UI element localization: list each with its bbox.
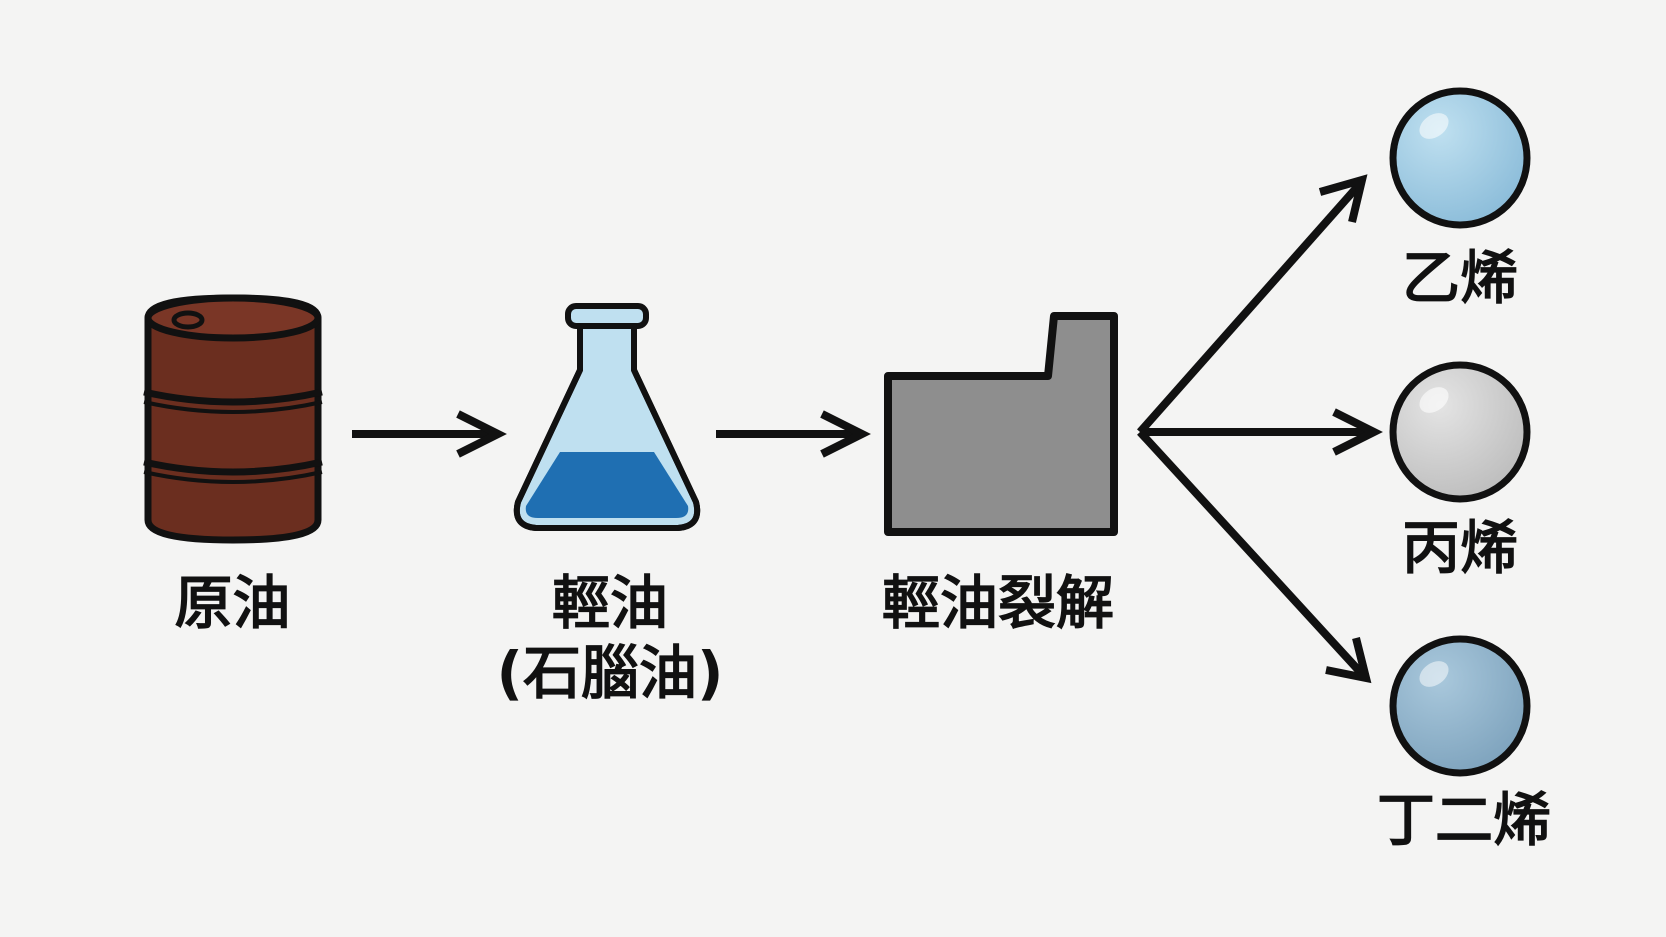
butadiene-sphere-icon xyxy=(1389,635,1531,777)
propylene-label: 丙烯 xyxy=(1401,514,1518,582)
naphtha-label-line2: (石腦油) xyxy=(496,639,724,707)
oil-barrel-icon xyxy=(143,294,323,544)
butadiene-label: 丁二烯 xyxy=(1376,786,1551,854)
arrow-cracking-to-butadiene xyxy=(1137,429,1372,684)
factory-icon xyxy=(884,312,1118,536)
arrow-naphtha-to-cracking xyxy=(716,410,871,458)
arrow-cracking-to-ethylene xyxy=(1137,174,1368,435)
naphtha-label: 輕油 (石腦油) xyxy=(475,568,745,708)
arrow-crude-to-naphtha xyxy=(352,410,507,458)
ethylene-label: 乙烯 xyxy=(1401,244,1518,312)
flask-icon xyxy=(513,303,701,531)
arrow-cracking-to-propylene xyxy=(1140,408,1383,456)
propylene-sphere-icon xyxy=(1389,361,1531,503)
cracking-label: 輕油裂解 xyxy=(881,569,1114,637)
naphtha-label-line1: 輕油 xyxy=(551,569,668,637)
crude-oil-label: 原油 xyxy=(174,569,291,637)
ethylene-sphere-icon xyxy=(1389,87,1531,229)
